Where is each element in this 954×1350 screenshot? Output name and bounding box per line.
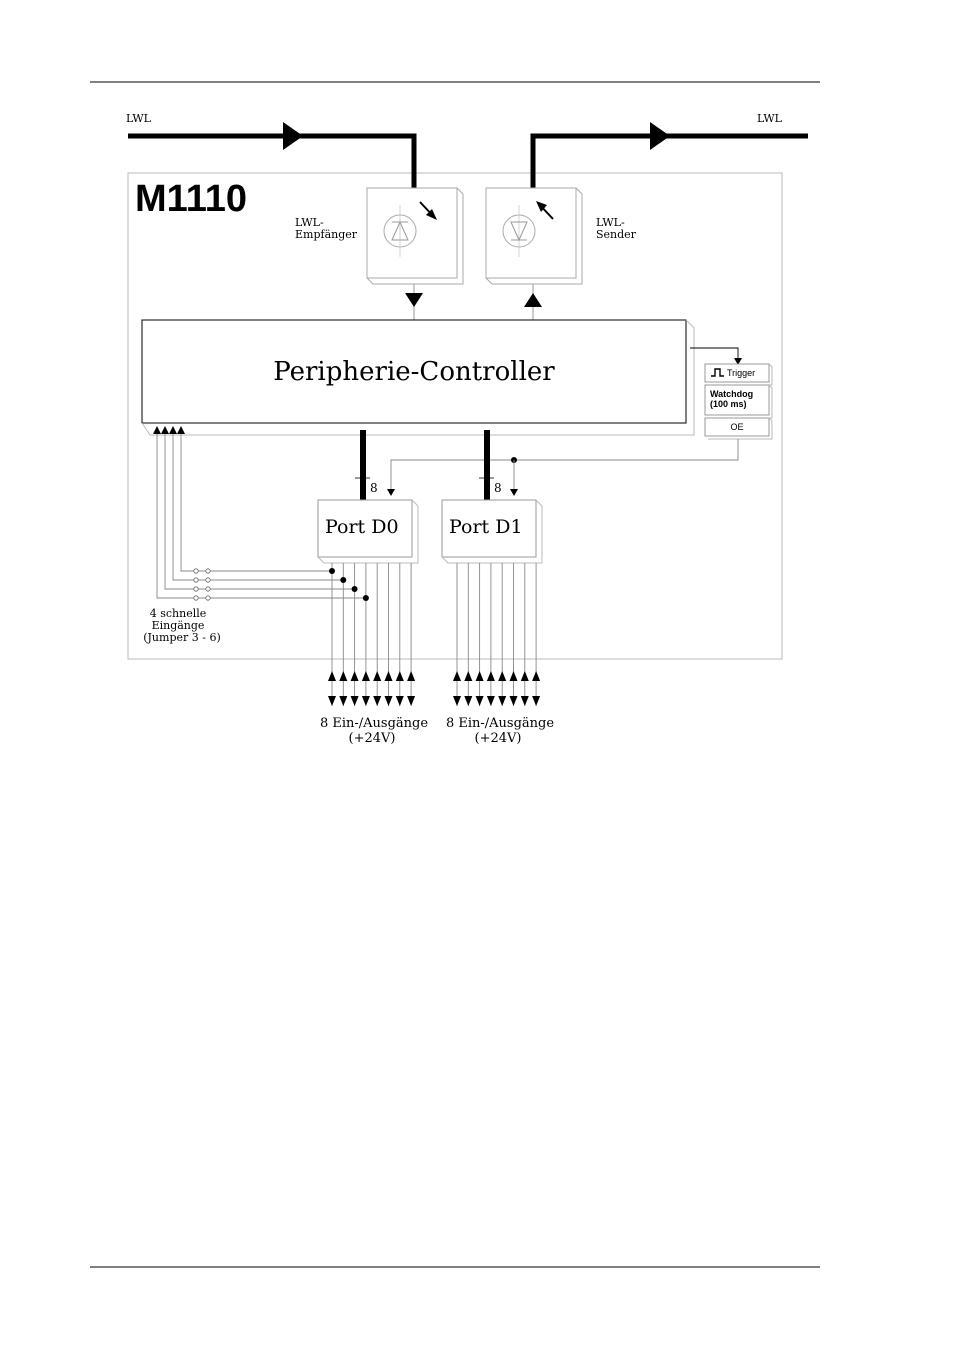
fast-input-wire	[153, 426, 369, 601]
watchdog-label-line1: Watchdog	[710, 389, 753, 399]
controller-label: Peripherie-Controller	[273, 357, 555, 387]
module-outline	[127, 172, 783, 660]
receiver-photo-arrow-icon	[419, 201, 437, 220]
port-d0-label: Port D0	[325, 516, 399, 538]
fast-input-wire	[169, 426, 347, 583]
receiver-label-line2: Empfänger	[295, 228, 358, 241]
lwl-input-fiber	[128, 122, 417, 188]
d1-io-line	[498, 563, 507, 706]
d0-io-line	[339, 563, 348, 706]
d1-io-line	[486, 563, 495, 706]
trigger-box	[704, 363, 773, 386]
io-d1-label-line2: (+24V)	[475, 731, 522, 746]
bus-d0-width: 8	[370, 481, 378, 495]
oe-label: OE	[730, 422, 743, 432]
trigger-feed-wire	[690, 347, 739, 360]
bus-d0	[355, 430, 370, 500]
fast-input-wire	[161, 426, 358, 592]
lwl-output-label: LWL	[757, 112, 783, 125]
transmitter-block	[485, 187, 583, 285]
d1-io-line	[453, 563, 461, 706]
receiver-label-line1: LWL-	[295, 216, 324, 229]
d0-io-line	[395, 563, 404, 706]
io-lines-d1	[453, 563, 541, 706]
d1-io-line	[520, 563, 529, 706]
oe-box	[704, 417, 773, 440]
io-d0-label-line1: 8 Ein-/Ausgänge	[320, 716, 428, 731]
controller-to-transmitter-arrow	[524, 284, 542, 320]
port-d1-label: Port D1	[449, 516, 523, 538]
transmitter-light-arrow-icon	[536, 201, 554, 220]
io-lines-d0	[328, 563, 416, 706]
trigger-label: Trigger	[727, 368, 755, 378]
bus-d1	[479, 430, 494, 500]
transmitter-label-line1: LWL-	[596, 216, 625, 229]
lwl-output-fiber	[530, 122, 808, 188]
fast-inputs-label-line2: Eingänge	[152, 619, 205, 632]
d1-io-line	[475, 563, 484, 706]
fast-input-wire	[177, 426, 335, 574]
trigger-feed-arrow	[734, 358, 742, 365]
bus-d1-width: 8	[494, 481, 502, 495]
receiver-block	[366, 187, 464, 285]
d0-io-line	[350, 563, 359, 706]
d1-io-line	[509, 563, 518, 706]
transmitter-label-line2: Sender	[596, 228, 637, 241]
d0-io-line	[407, 563, 416, 706]
d1-io-line	[532, 563, 541, 706]
lwl-input-label: LWL	[126, 112, 152, 125]
fast-input-wires	[153, 426, 369, 601]
d0-io-line	[373, 563, 382, 706]
d0-io-line	[328, 563, 336, 706]
fast-inputs-label-line1: 4 schnelle	[150, 607, 207, 620]
watchdog-label-line2: (100 ms)	[710, 399, 747, 409]
module-title: M1110	[135, 178, 247, 220]
controller-block	[141, 319, 695, 436]
io-d0-label-line2: (+24V)	[349, 731, 396, 746]
oe-enable-wires	[387, 439, 739, 496]
pulse-icon	[711, 368, 724, 377]
d1-io-line	[464, 563, 473, 706]
io-d1-label-line1: 8 Ein-/Ausgänge	[446, 716, 554, 731]
receiver-to-controller-arrow	[405, 284, 423, 320]
d0-io-line	[361, 563, 370, 706]
port-d1-block	[441, 499, 543, 564]
port-d0-block	[317, 499, 419, 564]
d0-io-line	[384, 563, 393, 706]
fast-inputs-label-line3: (Jumper 3 - 6)	[143, 631, 221, 644]
watchdog-box	[704, 384, 773, 419]
